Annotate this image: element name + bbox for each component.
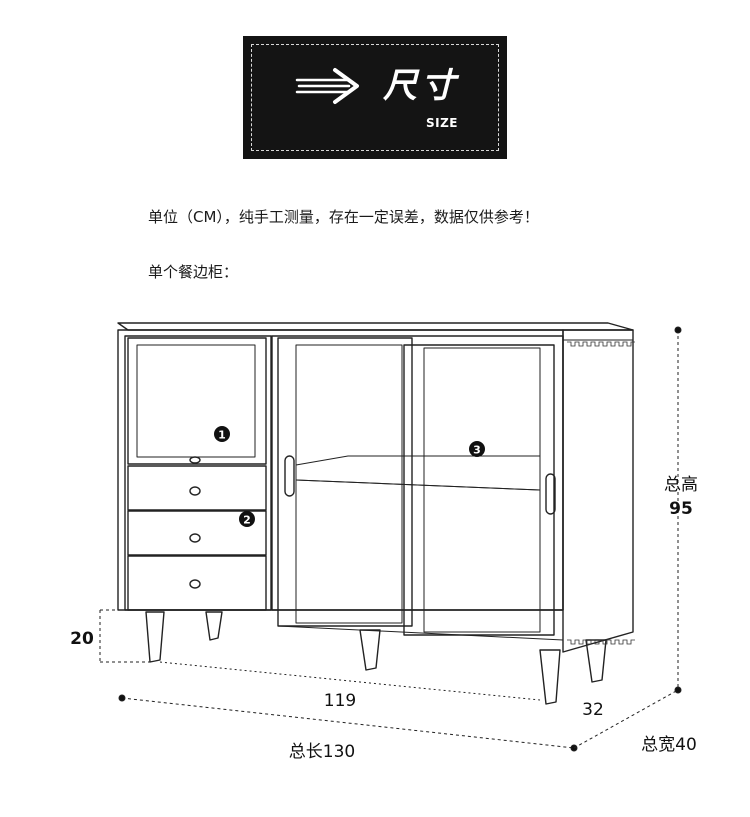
leg-front-right — [539, 649, 561, 705]
sliding-door-right — [403, 344, 555, 636]
cabinet-front — [117, 329, 564, 611]
size-banner: 尺寸 SIZE — [243, 36, 507, 159]
total-width-label: 总宽40 — [641, 735, 697, 755]
drawer-1 — [127, 465, 267, 511]
marker-3: 3 — [469, 441, 485, 457]
leg-front-left — [145, 611, 165, 663]
cabinet-top — [117, 322, 634, 331]
inner-length-label: 119 — [324, 691, 356, 711]
leg-back-right — [585, 639, 607, 683]
total-length-label: 总长130 — [289, 742, 355, 762]
total-height-value: 95 — [669, 499, 693, 519]
cabinet-side — [562, 329, 634, 653]
banner-title: 尺寸 — [383, 66, 459, 106]
total-height-label: 总高 — [664, 475, 698, 495]
drawer-3 — [127, 555, 267, 611]
sliding-door-left — [277, 337, 413, 627]
door-handle-right — [545, 473, 556, 515]
door-handle-left — [284, 455, 295, 497]
arrow-right-icon — [295, 68, 359, 104]
leg-back-left — [205, 611, 223, 641]
inner-shelf — [295, 455, 541, 491]
marker-3-label: 3 — [473, 444, 481, 457]
leg-height-label: 20 — [70, 629, 94, 649]
marker-1: 1 — [214, 426, 230, 442]
depth-label: 32 — [582, 700, 604, 720]
left-glass-door — [127, 337, 267, 465]
section-subheading: 单个餐边柜： — [148, 263, 239, 281]
drawer-2 — [127, 510, 267, 556]
banner-subtitle: SIZE — [426, 116, 459, 130]
marker-1-label: 1 — [218, 429, 226, 442]
banner-dashed-frame — [251, 44, 499, 151]
marker-2: 2 — [239, 511, 255, 527]
marker-2-label: 2 — [243, 514, 251, 527]
leg-middle — [359, 629, 381, 671]
measurement-note: 单位（CM），纯手工测量，存在一定误差，数据仅供参考！ — [148, 208, 539, 226]
